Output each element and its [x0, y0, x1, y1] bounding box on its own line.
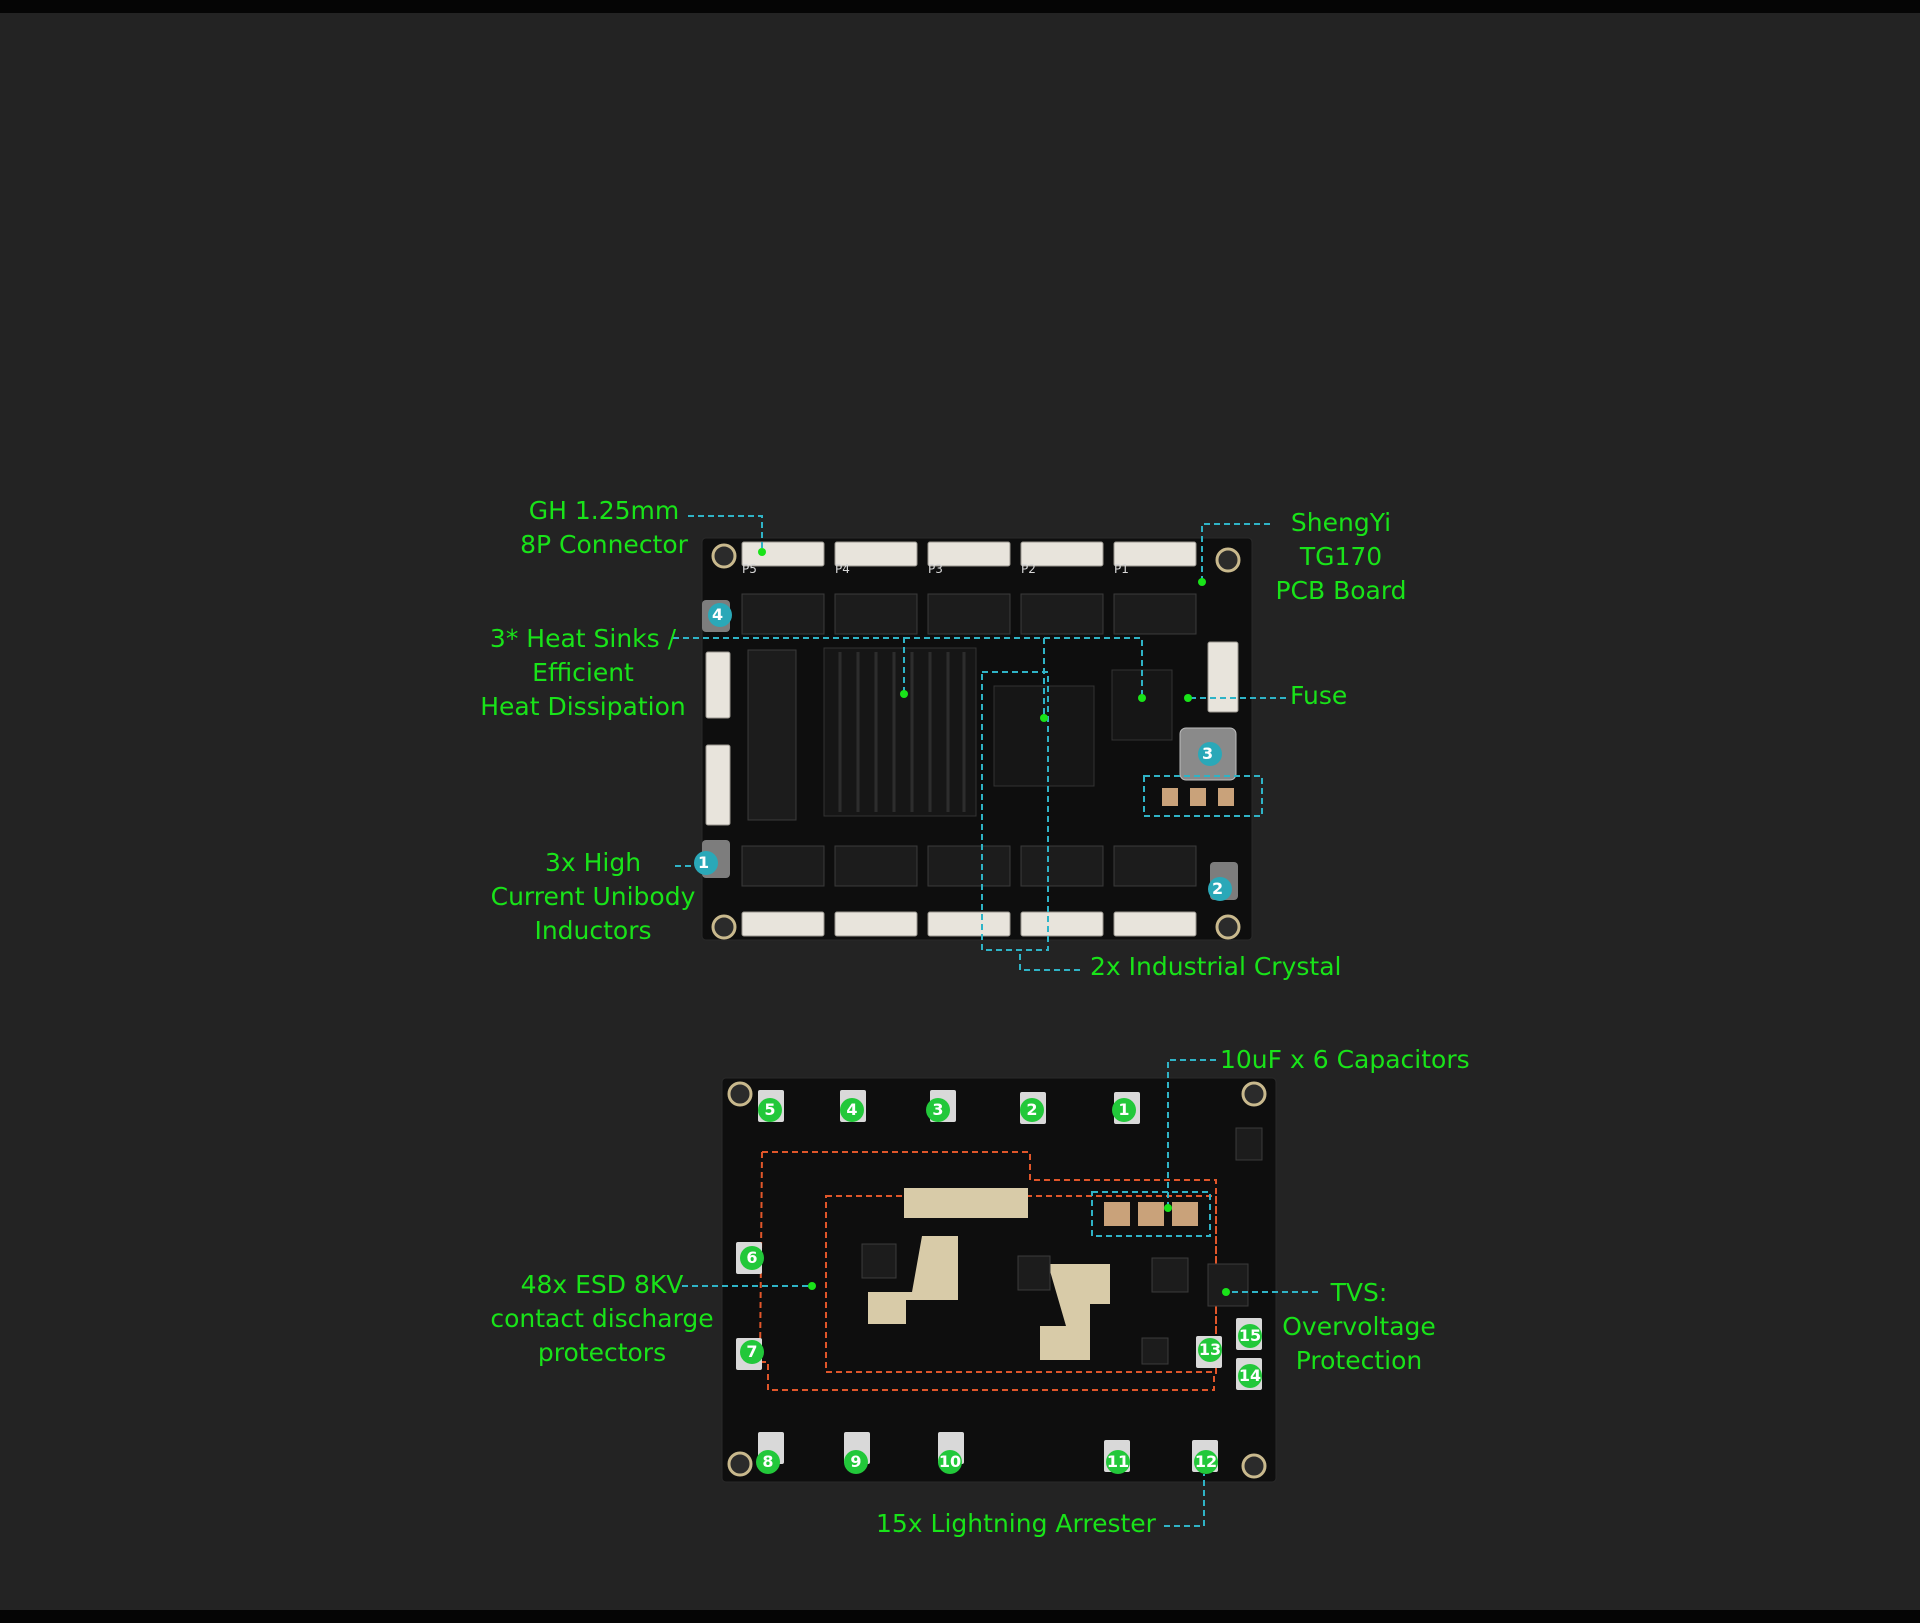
bottom-badge-2: 4	[846, 1100, 858, 1119]
leader-capacitors	[1167, 1059, 1216, 1208]
bottom-badge-9: 9	[850, 1452, 862, 1471]
leader-crystal	[1019, 950, 1080, 971]
label-esd: 48x ESD 8KV contact discharge protectors	[490, 1270, 714, 1367]
label-heat-sinks: 3* Heat Sinks / Efficient Heat Dissipati…	[480, 624, 686, 721]
bottom-badge-10: 10	[938, 1452, 962, 1471]
label-crystal: 2x Industrial Crystal	[1090, 952, 1342, 981]
bottom-badge-7: 7	[746, 1342, 758, 1361]
label-lightning: 15x Lightning Arrester	[876, 1509, 1156, 1538]
leader-lightning	[1164, 1474, 1205, 1527]
leader-gh-connector	[688, 515, 763, 552]
label-fuse: Fuse	[1290, 681, 1348, 710]
port-label-p4: P4	[835, 562, 850, 576]
label-tvs: TVS: Overvoltage Protection	[1282, 1278, 1436, 1375]
top-badge-2: 2	[1212, 879, 1224, 898]
bottom-badges	[740, 1098, 1262, 1474]
bottom-badge-11: 11	[1106, 1452, 1130, 1471]
port-label-p3: P3	[928, 562, 943, 576]
bottom-badge-15: 15	[1238, 1326, 1262, 1345]
port-label-p2: P2	[1021, 562, 1036, 576]
bottom-badge-4: 2	[1026, 1100, 1038, 1119]
top-frame-bar	[0, 0, 1920, 13]
bottom-badge-6: 6	[746, 1248, 758, 1267]
bottom-badge-5: 1	[1118, 1100, 1130, 1119]
bottom-badge-8: 8	[762, 1452, 774, 1471]
top-badge-1: 1	[698, 853, 710, 872]
port-label-p1: P1	[1114, 562, 1129, 576]
bottom-badge-14: 14	[1238, 1366, 1262, 1385]
bottom-badge-3: 3	[932, 1100, 944, 1119]
bottom-frame-bar	[0, 1610, 1920, 1623]
port-label-p5: P5	[742, 562, 757, 576]
top-badge-3: 3	[1202, 744, 1214, 763]
label-gh-connector: GH 1.25mm 8P Connector	[520, 496, 688, 559]
bottom-badge-12: 12	[1194, 1452, 1218, 1471]
bottom-badge-13: 13	[1198, 1340, 1222, 1359]
label-pcb-board: ShengYi TG170 PCB Board	[1275, 508, 1407, 605]
label-inductors: 3x High Current Unibody Inductors	[490, 848, 696, 945]
top-badge-4: 4	[712, 605, 724, 624]
leader-pcb-board	[1201, 523, 1270, 582]
bottom-pcb	[721, 1077, 1277, 1483]
top-badges	[694, 603, 1232, 901]
bottom-badge-1: 5	[764, 1100, 776, 1119]
label-capacitors: 10uF x 6 Capacitors	[1220, 1045, 1470, 1074]
